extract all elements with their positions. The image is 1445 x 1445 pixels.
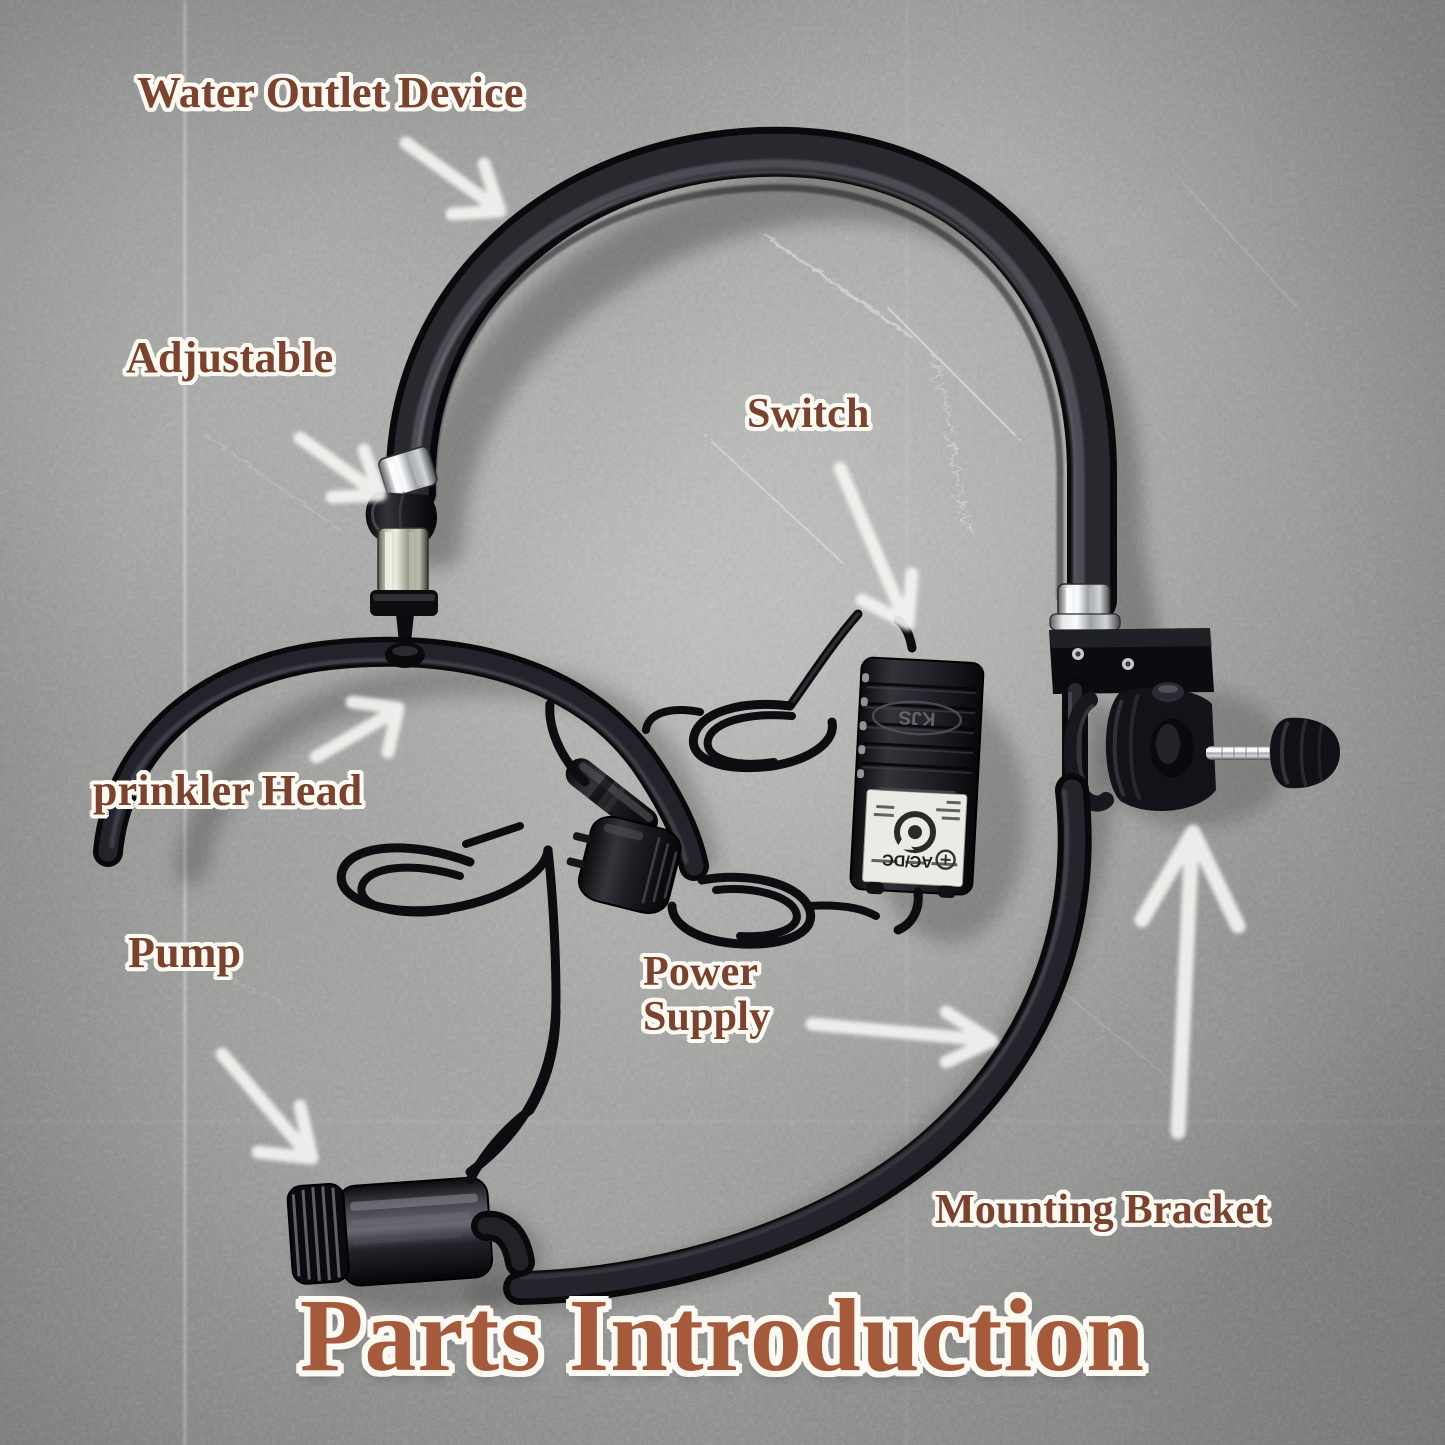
arrow-pump: [215, 1047, 319, 1165]
annotation-arrows: [215, 136, 1246, 1165]
clamp-knob: [1206, 717, 1340, 789]
arrow-power-supply: [805, 1005, 999, 1069]
label-water-outlet-device: Water Outlet Device: [137, 68, 524, 117]
page-title: Parts Introduction: [299, 1278, 1146, 1393]
label-mounting-bracket: Mounting Bracket: [935, 1187, 1269, 1233]
arrow-mounting-bracket: [1134, 824, 1246, 1140]
water-pump: [286, 1005, 561, 1287]
outlet-flange: [370, 590, 438, 616]
arrow-adjustable: [293, 431, 387, 504]
inline-switch-body: [462, 758, 658, 848]
pump-supply-hose: [503, 773, 1092, 1305]
arrow-sprinkler-head: [309, 695, 405, 764]
svg-text:KJS: KJS: [898, 706, 936, 729]
svg-text:AC/DC: AC/DC: [881, 850, 933, 870]
power-supply-unit: KJS: [849, 615, 985, 935]
label-switch: Switch: [747, 391, 870, 437]
arrow-water-outlet: [399, 136, 507, 221]
water-outlet-barrel: [377, 527, 429, 595]
bracket-plate: [1049, 628, 1214, 694]
flexible-hose: [385, 126, 1117, 625]
pump-intake-cage: [286, 1182, 350, 1285]
sprinkler-head-arm: [93, 636, 709, 881]
label-adjustable: Adjustable: [126, 333, 334, 382]
mains-plug: [566, 815, 682, 914]
label-pump: Pump: [128, 928, 242, 977]
background-seam-horizontal: [0, 1120, 1445, 1123]
switch-assembly: [462, 609, 863, 848]
mains-power-cord: [336, 815, 880, 1177]
mounting-bracket-assembly: [503, 583, 1340, 1305]
label-sprinkler-head: prinkler Head: [93, 766, 363, 815]
water-outlet-device-assembly: [365, 446, 438, 652]
arrow-switch: [833, 461, 919, 631]
clamp-body: [1063, 682, 1216, 812]
label-power-supply: Power Supply: [643, 949, 771, 1040]
